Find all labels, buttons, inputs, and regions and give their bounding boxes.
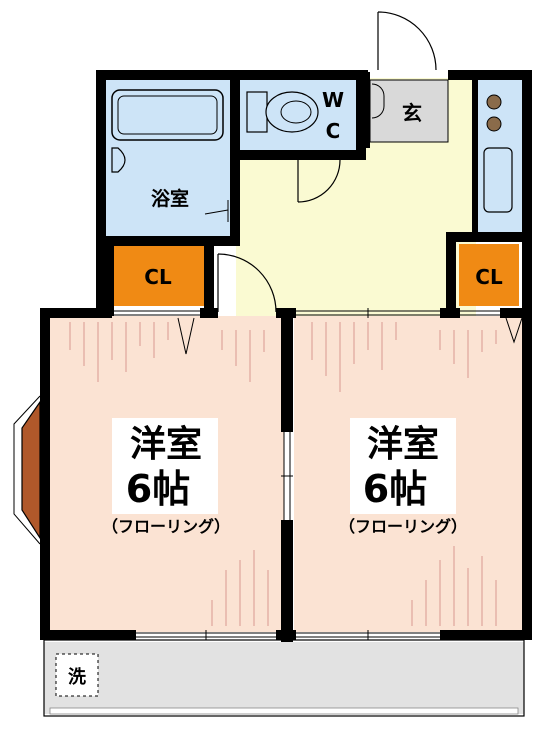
western-left-label-bg xyxy=(112,418,218,514)
flooring-lines xyxy=(69,322,497,626)
balcony-floor xyxy=(44,642,524,714)
western-left-size: 6帖 xyxy=(126,467,190,511)
closet-left-fill xyxy=(110,244,206,306)
sliding-door-marks xyxy=(112,308,500,640)
closet-left-label: CL xyxy=(144,265,172,289)
wc-door[interactable] xyxy=(297,159,341,203)
western-right-size: 6帖 xyxy=(363,467,427,511)
washer-space xyxy=(55,653,99,697)
toilet-icon xyxy=(246,91,319,133)
wc-label-w: W xyxy=(322,88,344,112)
balcony-inner-line xyxy=(49,707,519,715)
western-right-label-bg xyxy=(350,418,456,514)
western-left-name: 洋室 xyxy=(130,424,202,465)
wc-label-c: C xyxy=(326,119,341,143)
western-left-floor-type: （フローリング） xyxy=(102,517,230,536)
bath-door-line xyxy=(204,209,229,215)
bathtub-icon xyxy=(111,89,224,141)
bay-window xyxy=(13,395,41,545)
walls xyxy=(40,70,532,642)
western-right-floor-type: （フローリング） xyxy=(339,517,467,536)
entrance-label: 玄 xyxy=(402,101,422,125)
entrance-shoe-box xyxy=(371,83,385,119)
bath-label: 浴室 xyxy=(151,187,189,210)
balcony-outline xyxy=(43,639,525,717)
closet-door-icons xyxy=(177,317,523,355)
stove-burner-icon xyxy=(486,94,502,132)
western-right-name: 洋室 xyxy=(367,424,439,465)
washer-label: 洗 xyxy=(68,666,86,688)
closet-right-label: CL xyxy=(475,265,503,289)
washbasin-icon xyxy=(111,147,126,173)
entrance-outline xyxy=(369,79,449,143)
entrance-door[interactable] xyxy=(377,11,437,71)
western-left-door[interactable] xyxy=(217,253,277,313)
closet-right-fill xyxy=(459,244,519,306)
sink-icon xyxy=(483,147,513,213)
